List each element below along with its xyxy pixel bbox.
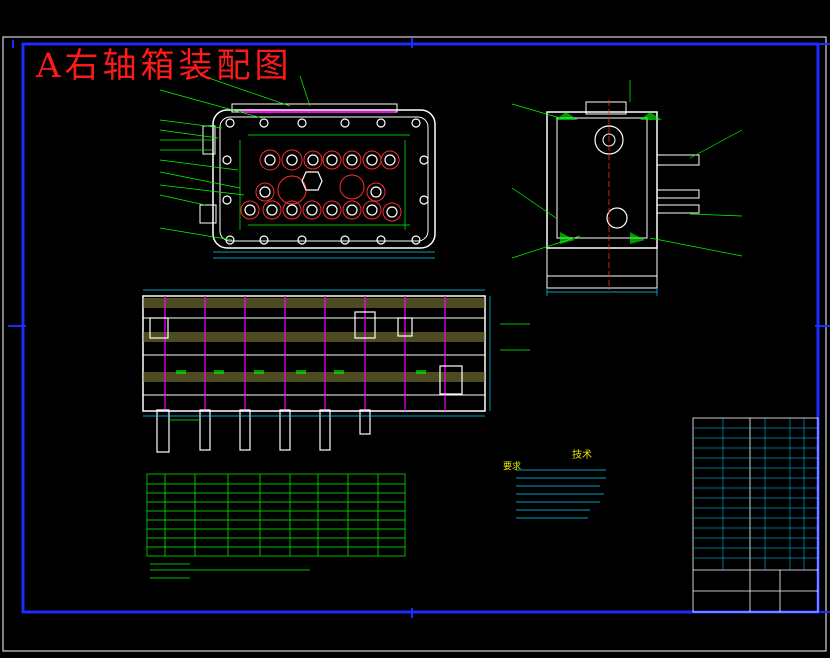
title-block [692,417,819,613]
parts-list [693,418,818,570]
technical-title: 技术 [572,450,592,461]
bom-table [146,473,406,557]
sheet-frame [2,36,830,652]
technical-requirements [516,469,606,519]
requirements-label: 要求 [503,462,522,472]
side-view [511,80,743,296]
section-view [142,289,530,453]
top-view [159,74,436,259]
bom-notes [150,563,310,579]
drawing-title: A右轴箱装配图 [36,46,293,86]
